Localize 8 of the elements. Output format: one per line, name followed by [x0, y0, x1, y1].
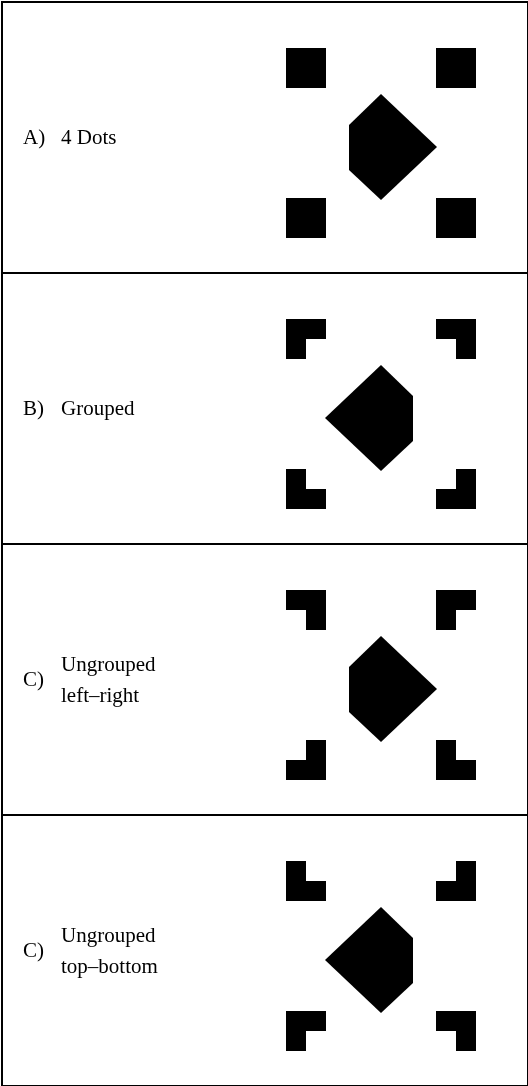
condition-label: Ungrouped top–bottom: [61, 921, 159, 980]
panel-letter: C): [23, 937, 45, 964]
panel-letter: B): [23, 395, 45, 422]
condition-label: 4 Dots: [61, 124, 118, 151]
condition-label: Grouped: [61, 395, 136, 422]
panel-letter: C): [23, 666, 45, 693]
panel-letter: A): [23, 124, 47, 151]
condition-label: Ungrouped left–right: [61, 650, 157, 709]
